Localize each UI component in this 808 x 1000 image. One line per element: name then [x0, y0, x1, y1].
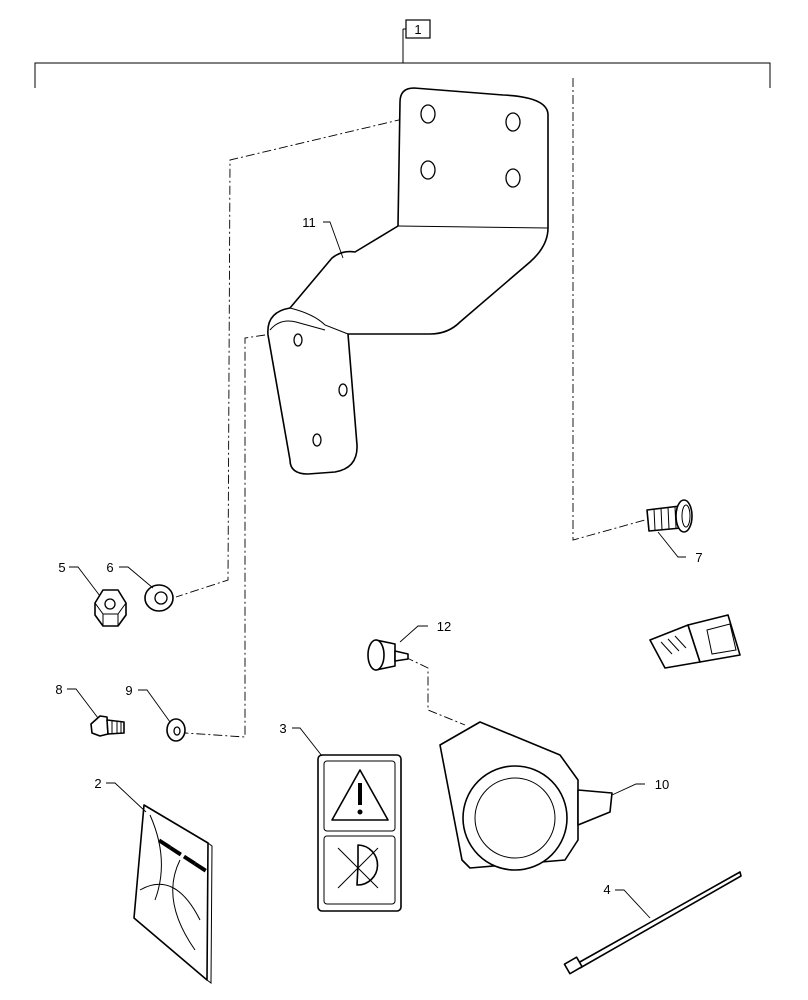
backup-alarm — [439, 614, 741, 871]
callout-11: 11 — [302, 215, 316, 230]
callout-2: 2 — [94, 776, 101, 791]
small-bolt — [90, 715, 125, 737]
callout-12: 12 — [437, 619, 451, 634]
callout-5: 5 — [58, 560, 65, 575]
mounting-bracket — [267, 87, 549, 475]
assembly-callout: 1 — [34, 19, 771, 88]
hex-nut — [94, 589, 127, 627]
callout-9: 9 — [125, 683, 132, 698]
small-washer — [166, 718, 186, 742]
safety-decal — [317, 754, 402, 912]
alignment-lines — [175, 78, 646, 738]
callout-6: 6 — [106, 560, 113, 575]
callout-8: 8 — [55, 682, 62, 697]
carriage-bolt — [646, 499, 693, 533]
callout-3: 3 — [279, 721, 286, 736]
assembly-callout-label: 1 — [414, 22, 421, 37]
callout-10: 10 — [655, 777, 669, 792]
callout-7: 7 — [695, 550, 702, 565]
cable-tie — [563, 871, 742, 975]
plug — [367, 639, 409, 671]
callout-4: 4 — [603, 882, 610, 897]
operator-manual: ▬▬ ▬▬ — [133, 804, 213, 984]
large-washer — [144, 584, 174, 612]
callouts: 11 5 6 7 8 9 12 3 10 2 4 — [55, 215, 703, 919]
